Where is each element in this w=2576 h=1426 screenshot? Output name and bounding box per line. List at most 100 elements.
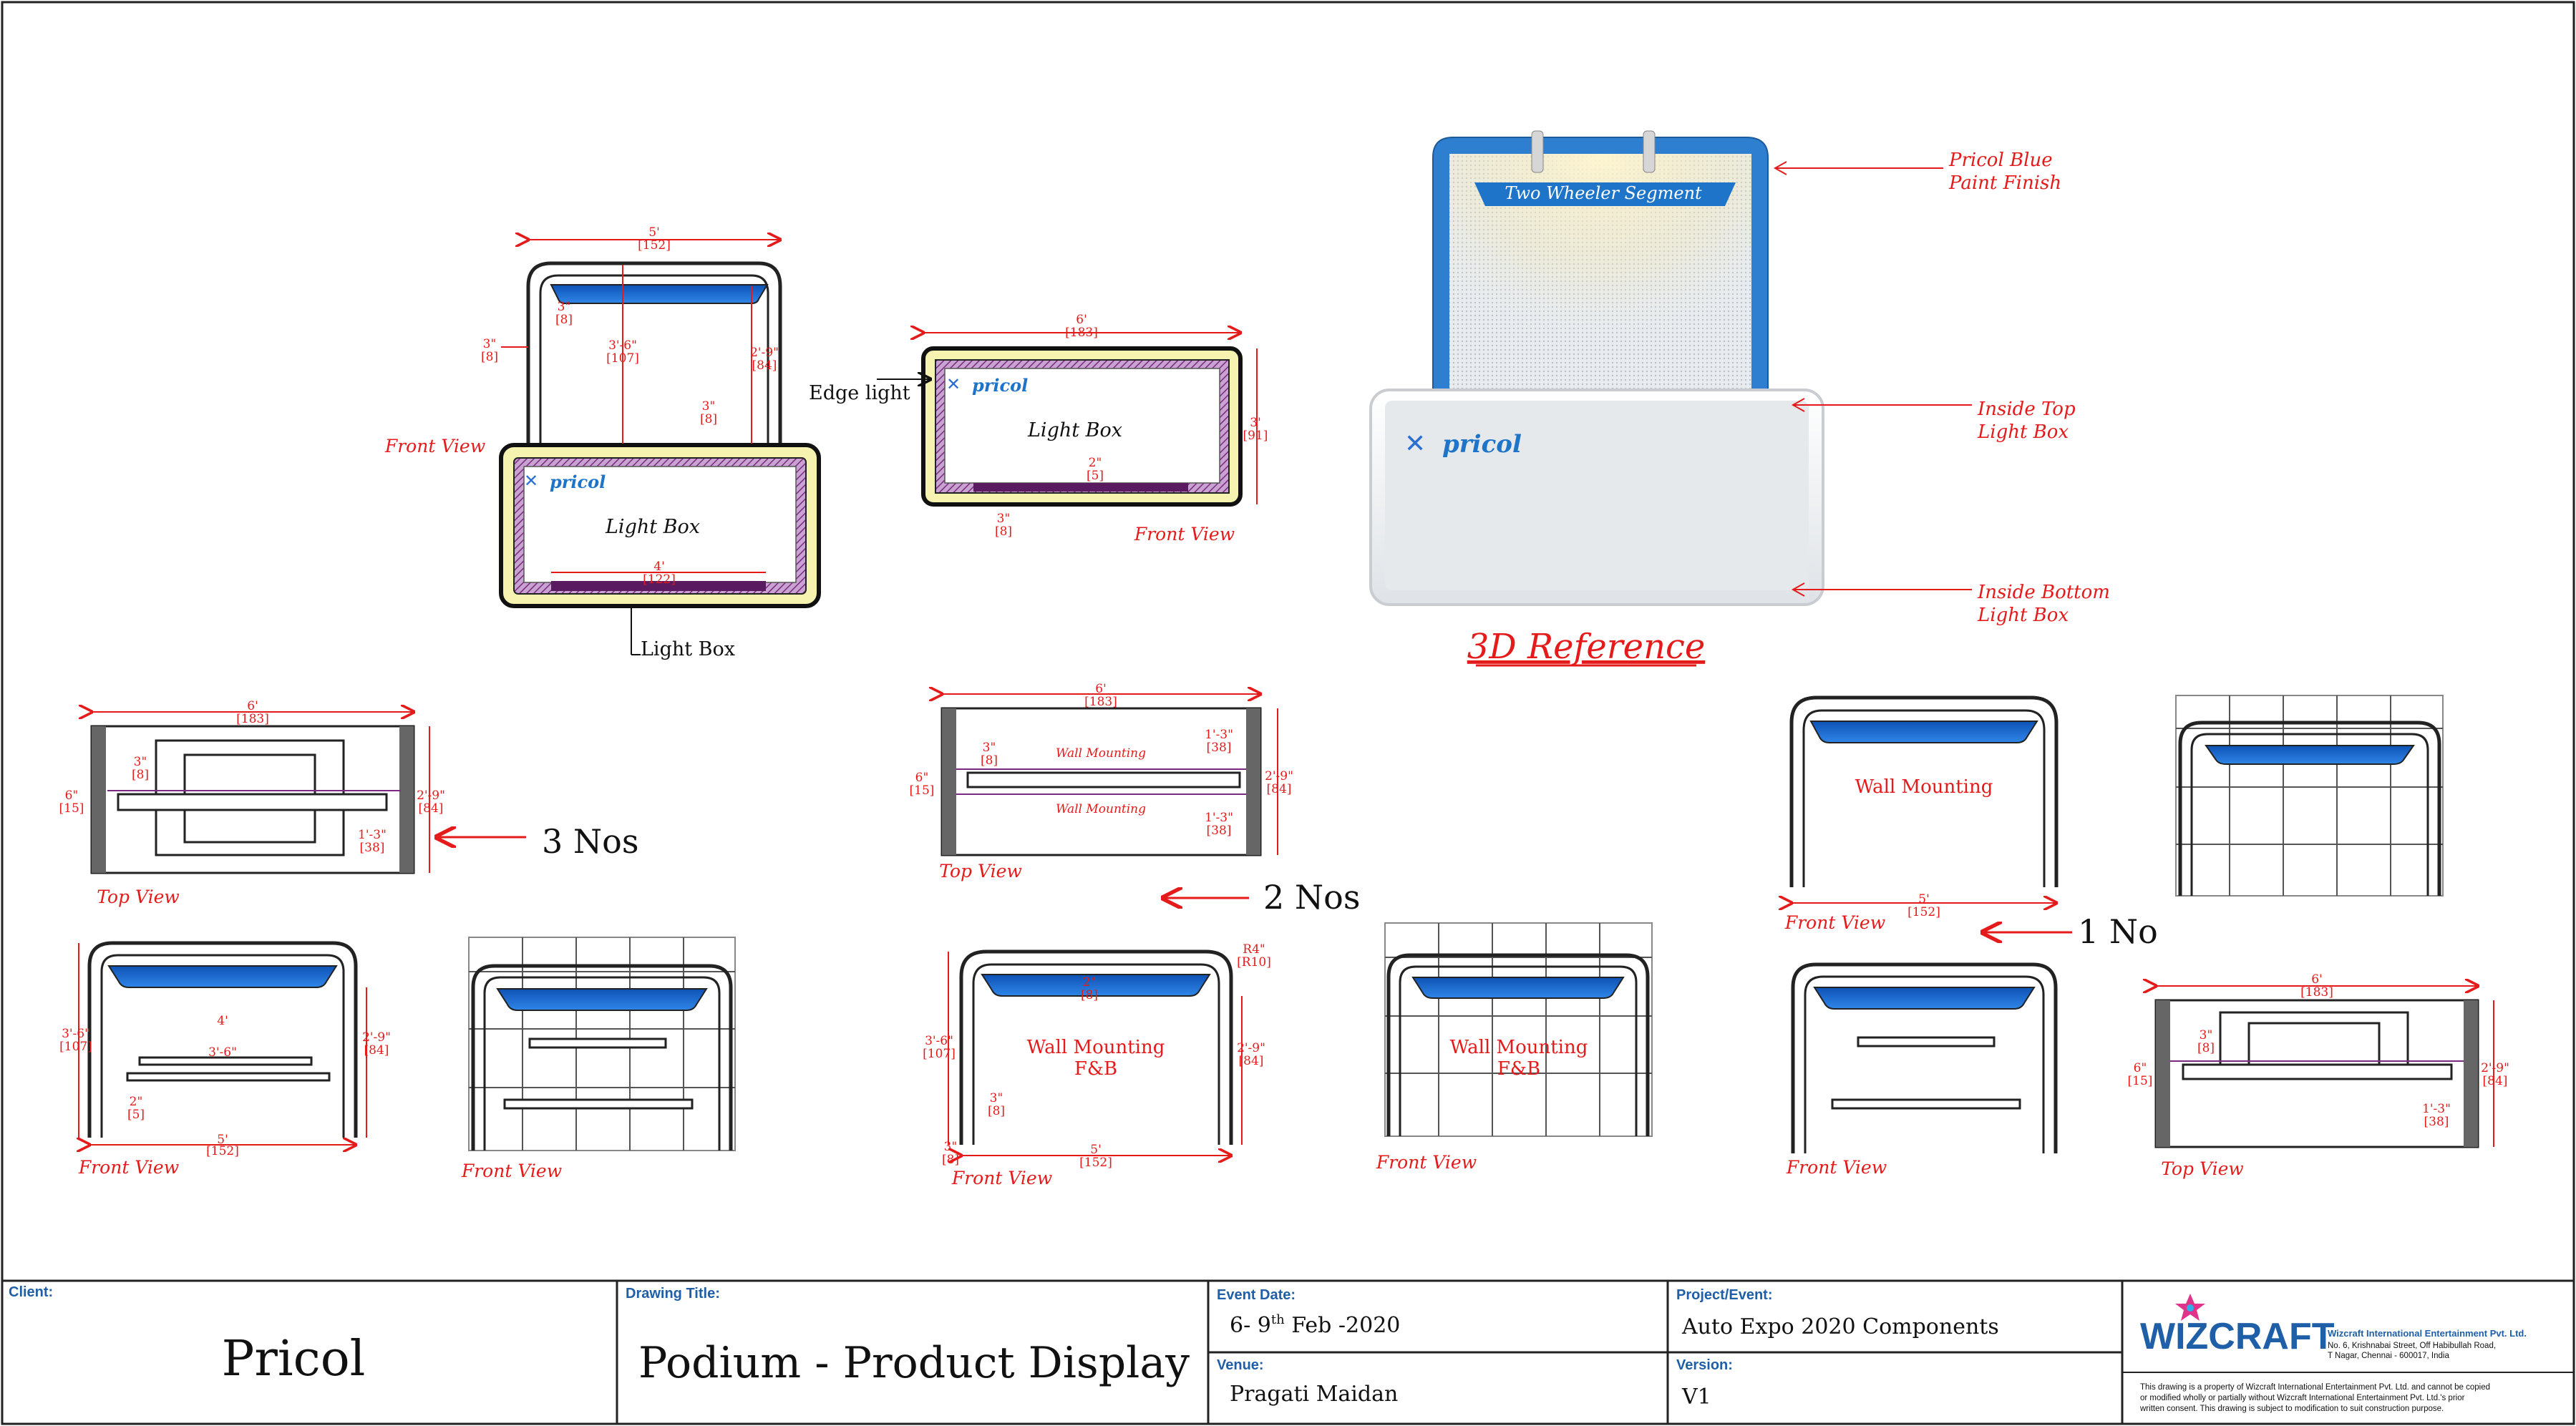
callout-inside-bottom-2: Light Box — [1977, 605, 2069, 626]
dim-width: 5' — [648, 225, 660, 240]
dim-side: 3" — [2200, 1028, 2213, 1042]
svg-text:✕: ✕ — [946, 374, 961, 394]
dim-depth: 2'-9" — [1265, 769, 1293, 783]
event-date-label: Event Date: — [1217, 1287, 1296, 1303]
brand-logo-text: pricol — [972, 375, 1028, 396]
podium-front-view-lightbox: ✕ pricol Light Box 5' [152] 3'-6" [107] … — [384, 225, 821, 660]
company-name: Wizcraft International Entertainment Pvt… — [2328, 1328, 2527, 1339]
dim-side-cm: [8] — [2197, 1041, 2215, 1055]
dim-inner-height-cm: [107] — [606, 351, 639, 366]
dim-width: 6' — [1095, 682, 1107, 696]
dim-gap: 2" — [1083, 975, 1097, 990]
dim-foot-cm: [8] — [942, 1153, 959, 1167]
3d-reference-title: 3D Reference — [1467, 627, 1706, 667]
dim-shelf-cm: [15] — [2128, 1074, 2153, 1088]
wall-mounting-label: Wall Mounting — [1056, 746, 1146, 761]
disclaimer-line-3: written consent. This drawing is subject… — [2139, 1405, 2444, 1413]
dim-height-cm: [107] — [923, 1047, 956, 1061]
front-view-label: Front View — [1784, 912, 1885, 933]
dim-top-cm: [8] — [555, 313, 573, 327]
dim-width: 5' — [1918, 892, 1930, 907]
dim-shelf-cm: [15] — [910, 783, 935, 798]
dim-depth: 2'-9" — [2481, 1061, 2509, 1075]
front-view-1no: Wall Mounting 5' [152] Front View 1 No — [1784, 695, 2158, 951]
dim-side: 3" — [990, 1091, 1003, 1105]
dim-gap-cm: [5] — [1087, 469, 1104, 483]
dim-inner-height: 2'-9" — [362, 1030, 391, 1045]
client-value: Pricol — [222, 1331, 366, 1387]
light-box-callout: Light Box — [641, 638, 735, 660]
venue-value: Pragati Maidan — [1230, 1382, 1398, 1407]
company-address-1: No. 6, Krishnabai Street, Off Habibullah… — [2328, 1342, 2496, 1350]
dim-depth-cm: [84] — [419, 801, 444, 816]
project-label: Project/Event: — [1676, 1287, 1772, 1303]
dim-depth-cm: [84] — [2483, 1074, 2508, 1088]
top-view-2nos: Wall Mounting Wall Mounting 6' [183] 2'-… — [910, 682, 1361, 917]
pricol-logo: ✕ pricol — [1404, 429, 1522, 459]
front-view-3nos: 5' [152] 3'-6" [107] 2'-9" [84] 4' 3'-6"… — [59, 941, 391, 1178]
dim-offset: 1'-3" — [2422, 1102, 2451, 1116]
pricol-logo: ✕ pricol — [524, 471, 606, 492]
dim-inner-height-cm: [84] — [364, 1043, 389, 1058]
dim-width-cm: [183] — [1065, 326, 1098, 340]
dim-inner-height: 2'-9" — [1237, 1041, 1265, 1055]
wizcraft-logo-text: WIZCRAFT — [2140, 1316, 2335, 1357]
dim-depth: 2'-9" — [417, 788, 445, 803]
dim-inner-height-cm: [84] — [1239, 1054, 1264, 1068]
dim-shelf: 6" — [65, 788, 79, 803]
front-view-1no-shelves: Front View — [1786, 962, 2058, 1178]
dim-width-cm: [183] — [236, 712, 269, 726]
dim-lb-width-cm: [122] — [643, 572, 676, 587]
dim-width: 5' — [1090, 1143, 1102, 1157]
dim-offset-cm: [38] — [1207, 741, 1232, 755]
front-view-label: Front View — [1376, 1152, 1477, 1173]
drawing-title-value: Podium - Product Display — [638, 1338, 1190, 1388]
front-view-3nos-grid: Front View — [461, 937, 736, 1181]
front-view-2nos-grid: Wall Mounting F&B Front View — [1376, 922, 1653, 1173]
front-view-label: Front View — [951, 1168, 1052, 1188]
dim-side-cm: [8] — [481, 350, 498, 364]
dim-width-cm: [152] — [638, 238, 671, 253]
lightbox-front-view: ✕ pricol Light Box 6' [183] 3' [91] 2" [… — [809, 313, 1268, 544]
top-view-3nos: 6' [183] 2'-9" [84] 6" [15] 3" [8] 1'-3"… — [59, 699, 639, 907]
dim-offset-cm: [38] — [2424, 1115, 2449, 1129]
3d-reference-render: Two Wheeler Segment ✕ pricol Pricol Blue… — [1369, 130, 2110, 667]
callout-blue-paint: Pricol Blue — [1948, 150, 2053, 171]
pricol-logo: ✕ pricol — [946, 374, 1028, 396]
dim-width-cm: [152] — [1079, 1156, 1112, 1170]
quantity-3-nos: 3 Nos — [542, 822, 638, 861]
dim-lb-cm: [8] — [700, 412, 717, 426]
dim-border: 3" — [997, 512, 1011, 526]
client-label: Client: — [9, 1284, 53, 1300]
dim-gap: 2" — [1089, 456, 1102, 470]
top-view-label: Top View — [939, 861, 1022, 882]
dim-offset-cm: [38] — [1207, 824, 1232, 838]
dim-width-cm: [183] — [1084, 695, 1117, 709]
dim-shelf-cm: [15] — [59, 801, 84, 816]
front-view-label: Front View — [78, 1157, 179, 1178]
wizcraft-logo: WIZCRAFT — [2140, 1294, 2335, 1357]
dim-foot: 3" — [944, 1140, 958, 1154]
version-label: Version: — [1676, 1357, 1733, 1373]
wall-mounting-fb-label-2: F&B — [1074, 1058, 1117, 1080]
wall-mounting-fb-label-2: F&B — [1497, 1058, 1540, 1080]
dim-gap: 2" — [130, 1095, 143, 1109]
quantity-1-no: 1 No — [2078, 912, 2158, 951]
front-view-label: Front View — [461, 1161, 562, 1181]
dim-height-cm: [84] — [752, 358, 777, 373]
disclaimer-line-1: This drawing is a property of Wizcraft I… — [2140, 1383, 2490, 1392]
disclaimer-line-2: or modified wholly or partially without … — [2140, 1394, 2465, 1402]
dim-width: 6' — [2311, 972, 2323, 987]
dim-shelf: 6" — [2134, 1061, 2147, 1075]
dim-height-cm: [91] — [1243, 429, 1268, 443]
version-value: V1 — [1681, 1385, 1711, 1410]
company-address-2: T Nagar, Chennai - 600017, India — [2328, 1352, 2449, 1360]
dim-width-cm: [152] — [1907, 905, 1940, 919]
dim-width: 6' — [1076, 313, 1087, 327]
light-box-label: Light Box — [605, 516, 700, 538]
dim-lb-width: 4' — [653, 560, 665, 574]
drawing-title-label: Drawing Title: — [626, 1286, 720, 1302]
dim-border-cm: [8] — [995, 524, 1012, 539]
wall-mounting-label: Wall Mounting — [1855, 776, 1993, 798]
